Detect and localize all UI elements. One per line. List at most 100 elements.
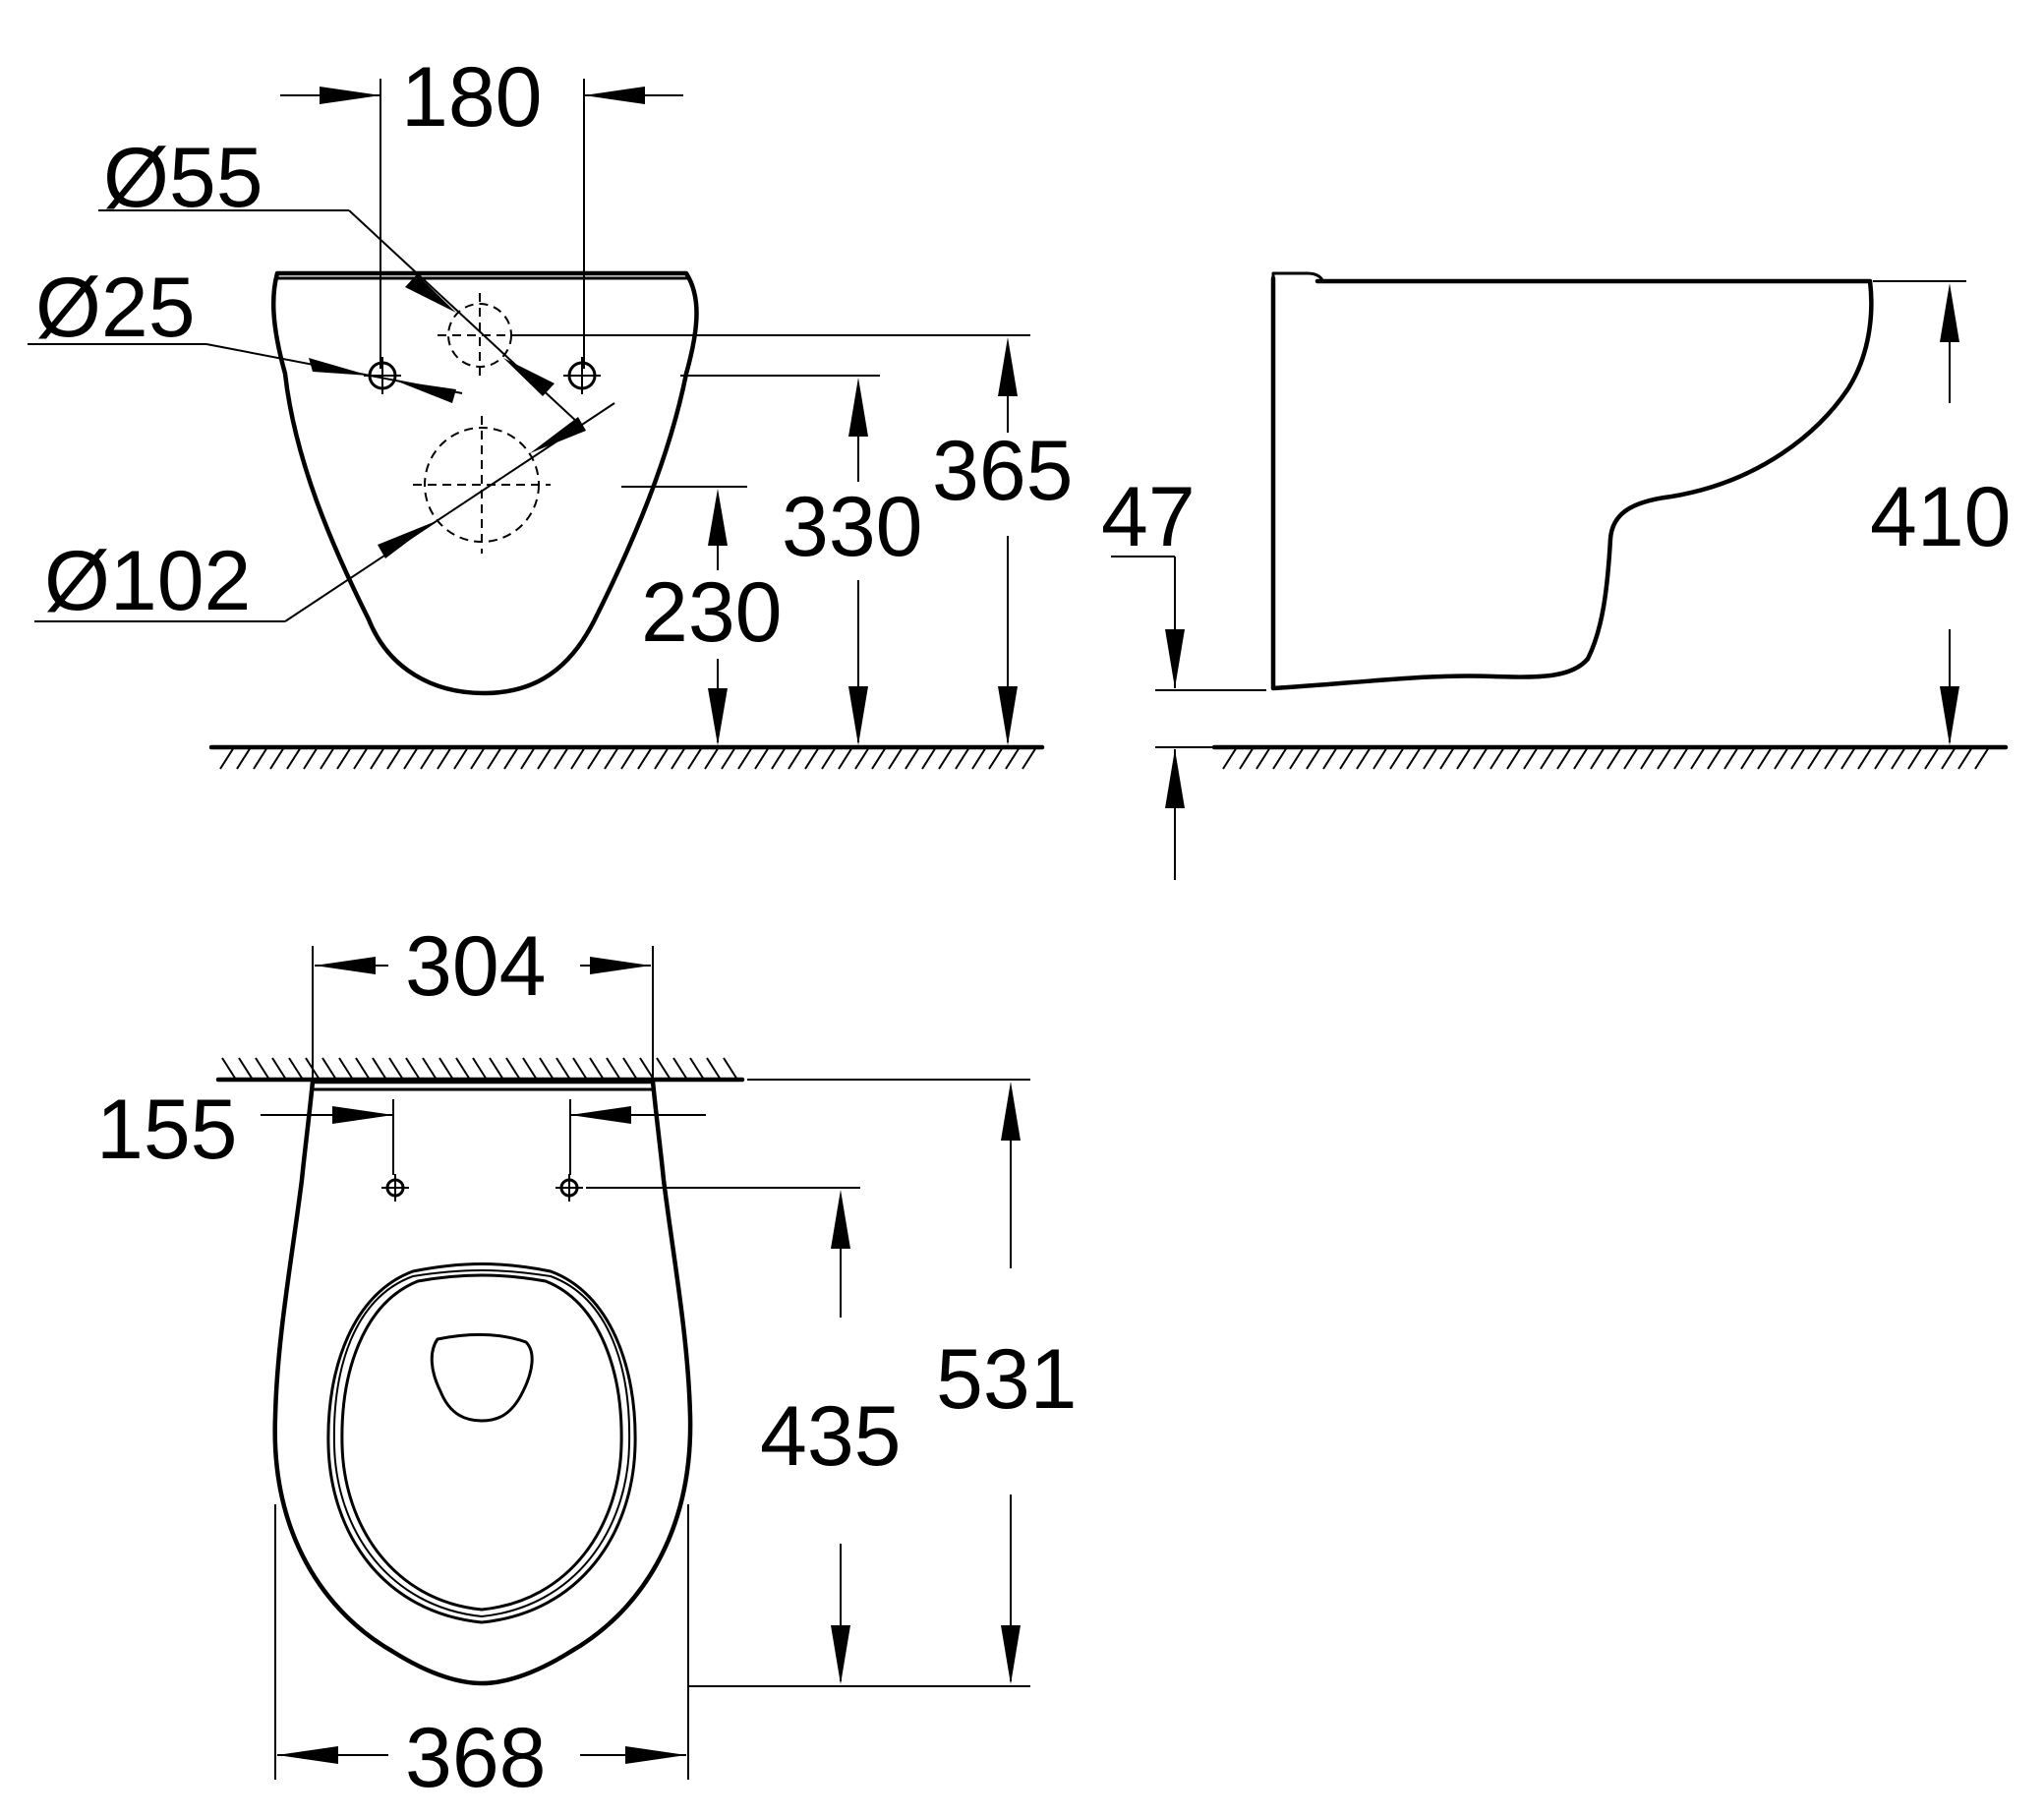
- top-view: 304 155 435 531 368: [96, 919, 1078, 1805]
- hatch-top-stroke: [338, 1057, 354, 1081]
- hatch-front-stroke: [737, 746, 753, 770]
- hatch-front-stroke: [871, 746, 887, 770]
- hatch-top-stroke: [489, 1057, 504, 1081]
- top-435-arrow-top: [831, 1190, 850, 1249]
- hatch-front-stroke: [771, 746, 787, 770]
- hatch-top-stroke: [539, 1057, 555, 1081]
- top-304-arrow-right: [590, 957, 651, 974]
- hatch-top-stroke: [689, 1057, 705, 1081]
- front-365-arrow-bottom: [998, 686, 1018, 745]
- hatch-side-stroke: [1356, 746, 1372, 770]
- front-330-arrow-bottom: [848, 686, 868, 745]
- hatch-side-stroke: [1339, 746, 1355, 770]
- top-155-arrow-right: [570, 1106, 631, 1124]
- hatch-front-stroke: [286, 746, 302, 770]
- hatch-side-stroke: [1239, 746, 1255, 770]
- side-410-arrow-bottom: [1940, 686, 1959, 745]
- hatch-front-stroke: [754, 746, 770, 770]
- hatch-side-stroke: [1974, 746, 1990, 770]
- hatch-top-stroke: [255, 1057, 270, 1081]
- top-304-arrow-left: [315, 957, 376, 974]
- hatch-front-stroke: [604, 746, 619, 770]
- front-230-arrow-top: [708, 489, 728, 546]
- side-floor-hatch: [1222, 746, 1990, 770]
- hatch-side-stroke: [1824, 746, 1840, 770]
- side-47-arrow-top: [1165, 629, 1185, 688]
- hatch-front-stroke: [671, 746, 686, 770]
- top-304-label: 304: [405, 919, 547, 1014]
- hatch-side-stroke: [1623, 746, 1639, 770]
- hatch-front-stroke: [854, 746, 870, 770]
- front-dia55-arrow-a: [405, 274, 456, 313]
- hatch-side-stroke: [1272, 746, 1288, 770]
- hatch-side-stroke: [1907, 746, 1923, 770]
- hatch-top-stroke: [706, 1057, 722, 1081]
- hatch-side-stroke: [1740, 746, 1756, 770]
- top-155-label: 155: [96, 1083, 238, 1177]
- hatch-top-stroke: [589, 1057, 605, 1081]
- hatch-side-stroke: [1506, 746, 1522, 770]
- hatch-side-stroke: [1473, 746, 1489, 770]
- hatch-front-stroke: [437, 746, 452, 770]
- hatch-top-stroke: [505, 1057, 521, 1081]
- hatch-front-stroke: [687, 746, 703, 770]
- side-view: 47 410: [1101, 271, 2012, 880]
- hatch-side-stroke: [1439, 746, 1455, 770]
- hatch-side-stroke: [1657, 746, 1672, 770]
- hatch-side-stroke: [1924, 746, 1940, 770]
- front-365-arrow-top: [998, 337, 1018, 396]
- hatch-top-stroke: [438, 1057, 454, 1081]
- front-floor-hatch: [219, 746, 1037, 770]
- hatch-side-stroke: [1690, 746, 1706, 770]
- hatch-side-stroke: [1891, 746, 1906, 770]
- hatch-front-stroke: [938, 746, 954, 770]
- hatch-side-stroke: [1874, 746, 1890, 770]
- hatch-front-stroke: [303, 746, 319, 770]
- front-dia25-arrow-a: [309, 358, 370, 376]
- front-180-arrow-left: [320, 87, 380, 104]
- top-531-arrow-top: [1001, 1082, 1021, 1141]
- hatch-top-stroke: [372, 1057, 387, 1081]
- hatch-side-stroke: [1790, 746, 1806, 770]
- top-368-label: 368: [405, 1711, 547, 1805]
- hatch-side-stroke: [1256, 746, 1271, 770]
- top-wall-hatch: [221, 1057, 738, 1081]
- top-flush-opening: [430, 1332, 534, 1423]
- front-180-label: 180: [401, 50, 543, 145]
- hatch-side-stroke: [1540, 746, 1555, 770]
- hatch-top-stroke: [455, 1057, 471, 1081]
- hatch-top-stroke: [355, 1057, 371, 1081]
- hatch-front-stroke: [503, 746, 519, 770]
- front-330-arrow-top: [848, 378, 868, 437]
- hatch-side-stroke: [1857, 746, 1873, 770]
- hatch-front-stroke: [704, 746, 720, 770]
- hatch-side-stroke: [1590, 746, 1606, 770]
- hatch-front-stroke: [988, 746, 1004, 770]
- front-365-label: 365: [932, 424, 1074, 518]
- hatch-side-stroke: [1573, 746, 1589, 770]
- top-368-arrow-right: [625, 1746, 686, 1764]
- front-dia102-arrow-a: [378, 522, 434, 558]
- top-368-arrow-left: [277, 1746, 338, 1764]
- hatch-front-stroke: [420, 746, 436, 770]
- hatch-front-stroke: [219, 746, 235, 770]
- top-531-label: 531: [936, 1332, 1078, 1427]
- top-bowl-outline: [272, 1079, 693, 1686]
- front-230-arrow-bottom: [708, 688, 728, 745]
- top-531-arrow-bottom: [1001, 1625, 1021, 1684]
- hatch-front-stroke: [537, 746, 553, 770]
- hatch-side-stroke: [1807, 746, 1823, 770]
- hatch-top-stroke: [572, 1057, 588, 1081]
- hatch-front-stroke: [971, 746, 987, 770]
- hatch-side-stroke: [1723, 746, 1739, 770]
- side-47-arrow-bottom: [1165, 749, 1185, 808]
- front-dia102-label: Ø102: [44, 534, 251, 628]
- hatch-top-stroke: [388, 1057, 404, 1081]
- hatch-side-stroke: [1774, 746, 1789, 770]
- hatch-front-stroke: [320, 746, 335, 770]
- hatch-front-stroke: [838, 746, 853, 770]
- hatch-side-stroke: [1456, 746, 1472, 770]
- hatch-top-stroke: [321, 1057, 337, 1081]
- hatch-front-stroke: [253, 746, 268, 770]
